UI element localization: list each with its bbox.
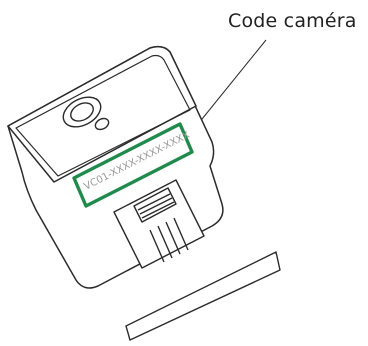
- stand-neck: [113, 179, 205, 269]
- camera-lens: [62, 96, 110, 131]
- camera-code-callout-label: Code caméra: [228, 10, 357, 32]
- stand-base: [125, 251, 281, 341]
- callout-leader-line: [197, 39, 267, 125]
